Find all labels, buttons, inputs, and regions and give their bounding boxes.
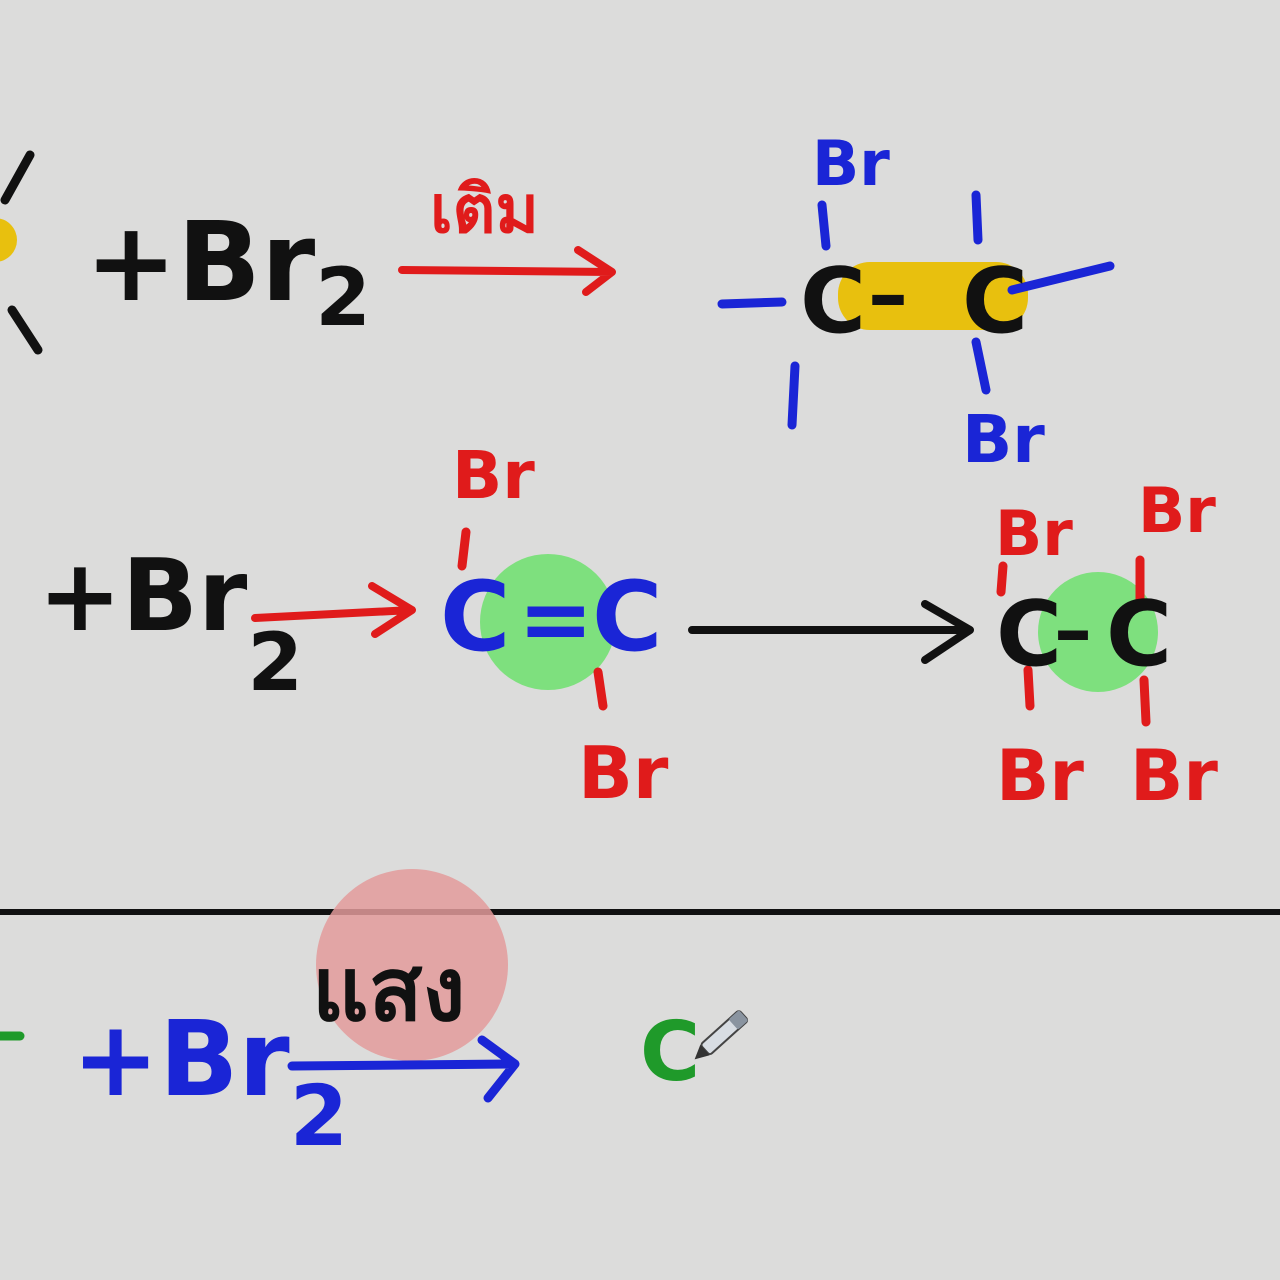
intermediate-red-bonds [457,527,608,711]
product-bond-row2: – [1054,585,1092,674]
reaction-arrow-row3 [287,1035,520,1103]
yellow-highlight-partial [0,218,17,262]
product-blue-bonds-row1 [717,190,1115,430]
product-bond-row1: – [868,248,908,341]
product-carbon-left-row2: C [996,582,1062,687]
reaction-row-1: +Br2 เติม Br C – C Br [0,127,1115,478]
reaction-arrow-row2-first [251,582,416,638]
reagent-br2-row1: +Br2 [85,198,371,344]
product-carbon-left-row1: C [800,249,866,354]
partial-bond-marks [0,150,43,355]
green-highlight-product [1038,572,1158,692]
product-br-top-row1: Br [812,127,890,200]
reaction-row-3: +Br2 แสง C [0,869,749,1165]
product-br-top-left-row2: Br [995,497,1073,570]
reaction-arrow-row1 [398,246,616,296]
condition-label-row1: เติม [430,171,539,248]
reaction-arrow-row2-second [688,600,974,664]
product-carbon-right-row2: C [1106,582,1172,687]
product-red-bonds-row2 [996,555,1151,727]
reagent-br2-row2: +Br2 [38,537,303,709]
product-br-bottom-left-row2: Br [996,735,1084,817]
intermediate-carbon-left: C [440,561,510,673]
intermediate-br-top: Br [452,437,535,514]
pen-cursor-icon [694,1010,749,1060]
pink-highlight-condition [316,869,508,1061]
reaction-row-2: +Br2 Br C = C Br Br Br C – C Br Br [38,437,1218,817]
yellow-bond-highlight [838,262,1028,330]
product-br-top-right-row2: Br [1138,474,1216,547]
product-br-bottom-row1: Br [962,401,1045,478]
green-highlight-intermediate [480,554,616,690]
product-br-bottom-right-row2: Br [1130,735,1218,817]
intermediate-double-bond: = [518,567,593,672]
product-partial-carbon-row3: C [640,1005,700,1100]
product-carbon-right-row1: C [962,249,1028,354]
condition-label-row3: แสง [312,938,465,1041]
intermediate-carbon-right: C [592,561,662,673]
reagent-br2-row3: +Br2 [72,998,348,1165]
intermediate-br-bottom: Br [578,731,669,815]
